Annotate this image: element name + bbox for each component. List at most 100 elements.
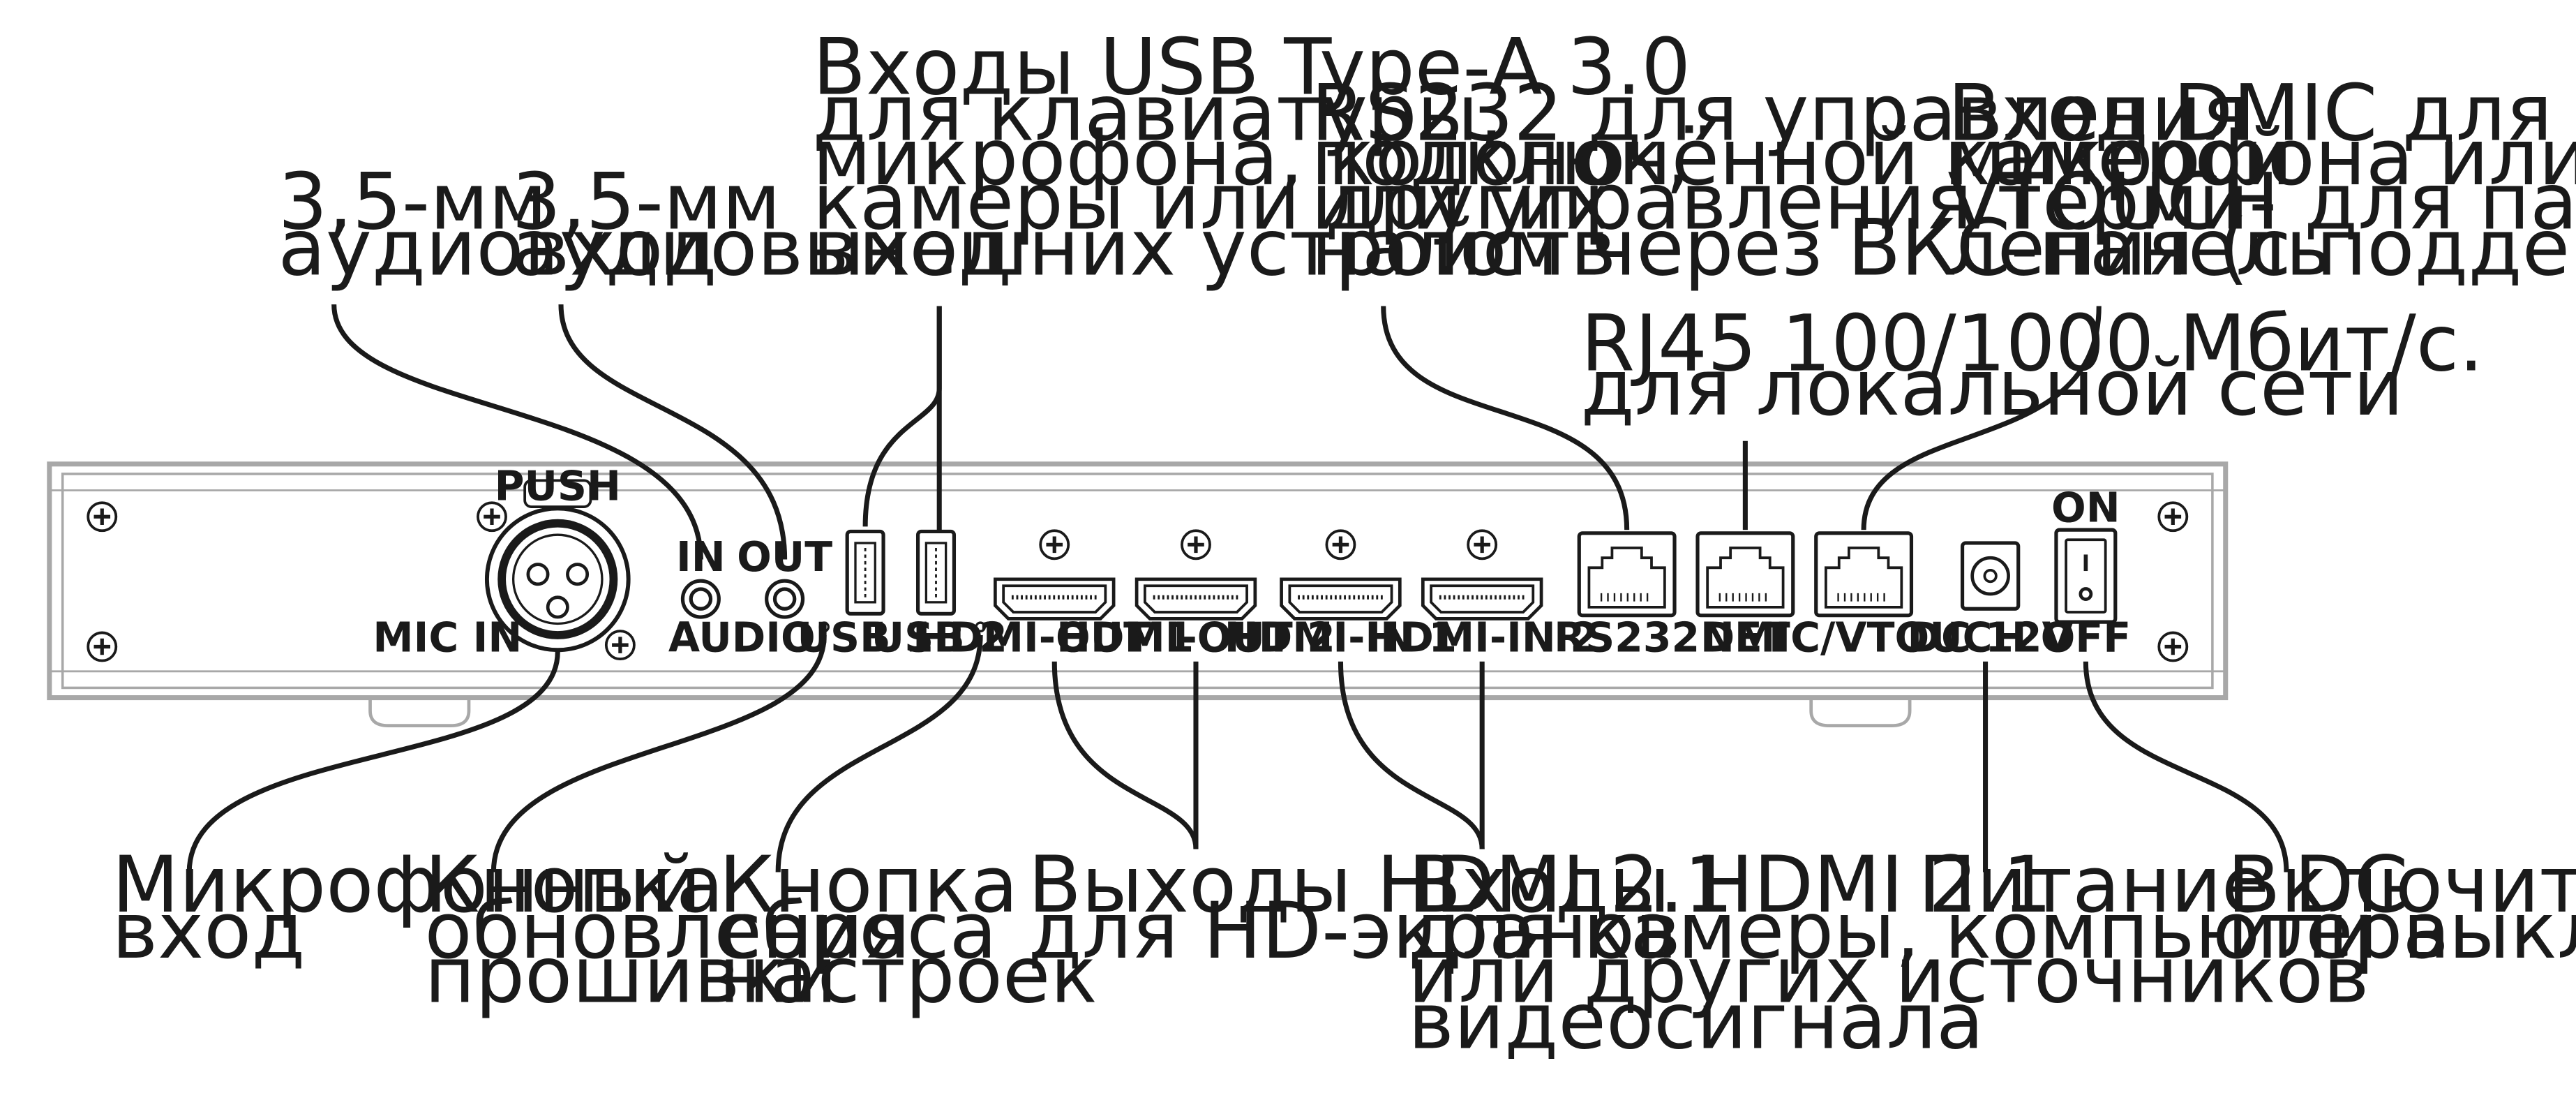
firmware-leader (491, 634, 827, 872)
callout-line: 3,5-мм (511, 158, 781, 248)
callout-line: налом через ВКС-панель (1311, 204, 2331, 294)
audio-in-jack-icon (680, 579, 721, 619)
switch-off-label: OFF (2041, 614, 2132, 662)
callout-line: Входы USB Type-A 3.0 (813, 22, 1691, 112)
callout-dmic: Вход DMIC для цифровогомикрофона или вхо… (1947, 68, 2576, 293)
callout-line: для камеры, компьютера (1408, 886, 2450, 976)
audio-out-leader (558, 304, 788, 560)
push-label: PUSH (495, 463, 621, 510)
screw-icon (2159, 632, 2187, 660)
hdmi-out-1-label: HDMI-OUT 1 (915, 614, 1194, 662)
dc-label: DC 12V (1907, 614, 2073, 662)
screw-icon (88, 503, 116, 530)
audio-out-jack-icon (765, 579, 805, 619)
callout-line: Выходы HDMI 2.1 (1028, 840, 1734, 930)
callout-line: прошивки (424, 931, 837, 1021)
callout-power: Питание DC (1918, 840, 2409, 930)
dmic-leader (1861, 306, 2102, 530)
mic-in-label: MIC IN (373, 614, 522, 662)
svg-text:Включитьили выключить: Включитьили выключить (2227, 840, 2576, 976)
callout-line: для локальной сети (1581, 343, 2404, 433)
usb-2-label: USB 2 (871, 614, 1008, 662)
callout-line: для HD-экранов (1028, 886, 1681, 976)
callout-line: подключённой камерой (1311, 113, 2293, 203)
svg-text:Вход DMIC для цифровогомикрофо: Вход DMIC для цифровогомикрофона или вхо… (1947, 68, 2576, 293)
callout-line: Микрофонный (112, 840, 701, 930)
dmic-vtouch-label: DMIC/VTOUCH (1701, 614, 2027, 662)
callout-line: настроек (719, 931, 1097, 1021)
net-port-icon (1698, 533, 1793, 616)
audio-in-leader (331, 304, 703, 560)
audio-label: AUDIO (668, 614, 816, 662)
svg-text:RS232 для управленияподключённ: RS232 для управленияподключённой камерой… (1311, 68, 2331, 293)
callout-line: или управления терми- (1311, 158, 2277, 248)
callout-line: Кнопка (719, 840, 1018, 930)
hdmi-out-1-leader (1051, 661, 1199, 849)
firmware-button-icon (818, 621, 830, 632)
screw-icon (2159, 503, 2187, 530)
usb-1-port-icon (847, 531, 883, 614)
hdmi-in-1-label: HDMI-IN 1 (1225, 614, 1457, 662)
dmic-vtouch-port-icon (1816, 533, 1912, 616)
hdmi-out-2-port-icon (1137, 579, 1255, 619)
svg-text:Питание DC: Питание DC (1918, 840, 2409, 930)
callout-line: видеосигнала (1408, 977, 1984, 1067)
callout-line: Включить (2227, 840, 2576, 930)
hdmi-out-2-label: HDMI-OUT 2 (1056, 614, 1335, 662)
callout-line: сброса (719, 886, 997, 976)
callout-line: Кнопка (424, 840, 724, 930)
hdmi-in-2-label: HDMI-IN 2 (1366, 614, 1598, 662)
screw-icon (1468, 530, 1496, 558)
callout-line: микрофона, колонок, (813, 113, 1691, 203)
callout-rs232: RS232 для управленияподключённой камерой… (1311, 68, 2331, 293)
hdmi-in-1-port-icon (1282, 579, 1400, 619)
reset-button-icon (975, 621, 986, 632)
callout-line: аудиовход (278, 204, 717, 294)
callout-line: или выключить (2227, 886, 2576, 976)
callout-line: Входы HDMI 2.1 (1408, 840, 2052, 930)
callout-line: или других источников (1408, 931, 2369, 1021)
svg-text:RJ45 100/1000 Мбит/с.для локал: RJ45 100/1000 Мбит/с.для локальной сети (1581, 299, 2484, 433)
callout-line: микрофона или вход (1947, 113, 2576, 203)
callout-line: ления (с поддержкой PoE) (1947, 204, 2576, 294)
usb-2-port-icon (918, 531, 954, 614)
callout-line: 3,5-мм (278, 158, 548, 248)
callout-line: RS232 для управления (1311, 68, 2248, 158)
callout-line: аудиовыход (511, 204, 1012, 294)
hdmi-out-1-port-icon (995, 579, 1114, 619)
usb-1-leader (862, 306, 942, 527)
callout-line: RJ45 100/1000 Мбит/с. (1581, 299, 2484, 389)
rs232-label: RS232 (1554, 614, 1700, 662)
callout-rj45: RJ45 100/1000 Мбит/с.для локальной сети (1581, 299, 2484, 433)
screw-icon (1182, 530, 1210, 558)
hdmi-in-2-port-icon (1423, 579, 1541, 619)
xlr-mic-connector-icon (484, 479, 631, 653)
callout-line: камеры или других (813, 158, 1612, 248)
rs232-port-icon (1579, 533, 1675, 616)
reset-leader (775, 634, 983, 872)
power-switch-icon (2054, 528, 2118, 624)
callout-line: вход (112, 886, 305, 976)
screw-icon (606, 631, 634, 659)
callout-line: Вход DMIC для цифрового (1947, 68, 2576, 158)
callout-switch: Включитьили выключить (2227, 840, 2576, 976)
callout-line: Питание DC (1918, 840, 2409, 930)
screw-icon (1040, 530, 1068, 558)
rs232-leader (1381, 306, 1630, 530)
switch-leader (2083, 661, 2289, 872)
screw-icon (1326, 530, 1354, 558)
callout-line: для клавиатуры, (813, 68, 1504, 158)
